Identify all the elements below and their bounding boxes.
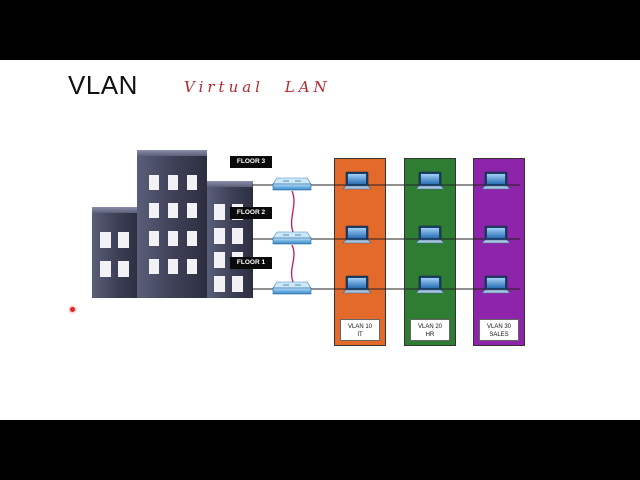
switch-front (272, 287, 312, 295)
vlan-30-label: VLAN 30 SALES (479, 319, 519, 341)
right-block-window (232, 228, 243, 244)
laptop-base (342, 239, 372, 244)
laptop-icon (481, 275, 511, 294)
vlan-10-label: VLAN 10 IT (340, 319, 380, 341)
vlan-30-dept: SALES (489, 332, 509, 338)
center-tower-window (149, 259, 159, 274)
trunk-link-3-2 (290, 190, 295, 233)
floor-3-tag: FLOOR 3 (230, 156, 272, 168)
laptop-base (415, 185, 445, 190)
vlan-20-group: VLAN 20 HR (404, 158, 456, 346)
center-tower-window (149, 231, 159, 246)
vlan-10-group: VLAN 10 IT (334, 158, 386, 346)
switch-front (272, 237, 312, 245)
switch-icon (272, 231, 312, 245)
right-block-window (214, 252, 225, 268)
right-block-window (214, 228, 225, 244)
vlan-30-id: VLAN 30 (486, 324, 511, 330)
center-tower-window (168, 259, 178, 274)
laptop-base (415, 239, 445, 244)
center-tower-roof (137, 150, 207, 156)
slide-canvas: VLAN Virtual LAN VLAN 10 IT VLAN 20 HR V… (0, 60, 640, 420)
building-center-tower (137, 150, 207, 298)
vlan-20-label: VLAN 20 HR (410, 319, 450, 341)
laptop-base (342, 185, 372, 190)
network-diagram (92, 150, 520, 298)
laptop-base (342, 289, 372, 294)
left-block-window (100, 232, 111, 248)
vlan-10-dept: IT (357, 332, 363, 338)
center-tower-window (187, 259, 197, 274)
right-block-roof (207, 181, 253, 187)
trunk-link-2-1 (290, 244, 295, 283)
laptop-screen (421, 228, 439, 238)
laptop-base (481, 185, 511, 190)
center-tower-window (168, 175, 178, 190)
left-block-window (118, 261, 129, 277)
laptop-icon (415, 225, 445, 244)
left-block-window (100, 261, 111, 277)
laptop-base (481, 289, 511, 294)
center-tower-window (168, 231, 178, 246)
laptop-icon (481, 225, 511, 244)
building-left-block (92, 207, 138, 298)
handwritten-note: Virtual LAN (184, 78, 331, 96)
vlan-20-id: VLAN 20 (417, 324, 442, 330)
laptop-icon (342, 171, 372, 190)
office-building-icon (92, 150, 253, 298)
laptop-icon (415, 275, 445, 294)
center-tower-window (187, 203, 197, 218)
switch-top (272, 177, 312, 185)
center-tower-window (168, 203, 178, 218)
vlan-30-group: VLAN 30 SALES (473, 158, 525, 346)
switch-top (272, 281, 312, 289)
center-tower-window (149, 175, 159, 190)
switch-front (272, 183, 312, 191)
right-block-wall (207, 186, 253, 298)
switch-icon (272, 281, 312, 295)
laptop-base (481, 239, 511, 244)
switches (272, 177, 312, 295)
laptop-icon (342, 225, 372, 244)
right-block-window (214, 204, 225, 220)
left-block-window (118, 232, 129, 248)
laptop-icon (481, 171, 511, 190)
laptop-screen (421, 278, 439, 288)
switch-icon (272, 177, 312, 191)
left-block-roof (92, 207, 138, 213)
floor-2-tag: FLOOR 2 (230, 207, 272, 219)
laptop-screen (348, 278, 366, 288)
laptop-screen (348, 228, 366, 238)
building-right-block (207, 181, 253, 298)
center-tower-window (187, 231, 197, 246)
vlan-10-id: VLAN 10 (347, 324, 372, 330)
laptop-screen (487, 174, 505, 184)
left-block-wall (92, 212, 138, 298)
laptop-icon (342, 275, 372, 294)
laptop-base (415, 289, 445, 294)
laser-pointer-dot (70, 307, 75, 312)
right-block-window (214, 276, 225, 292)
laptop-screen (348, 174, 366, 184)
laptop-screen (421, 174, 439, 184)
laptop-icon (415, 171, 445, 190)
switch-top (272, 231, 312, 239)
slide-title: VLAN (68, 70, 138, 100)
center-tower-window (149, 203, 159, 218)
right-block-window (232, 276, 243, 292)
workstations (342, 171, 511, 294)
laptop-screen (487, 278, 505, 288)
laptop-screen (487, 228, 505, 238)
vlan-20-dept: HR (425, 332, 435, 338)
center-tower-window (187, 175, 197, 190)
floor-1-tag: FLOOR 1 (230, 257, 272, 269)
